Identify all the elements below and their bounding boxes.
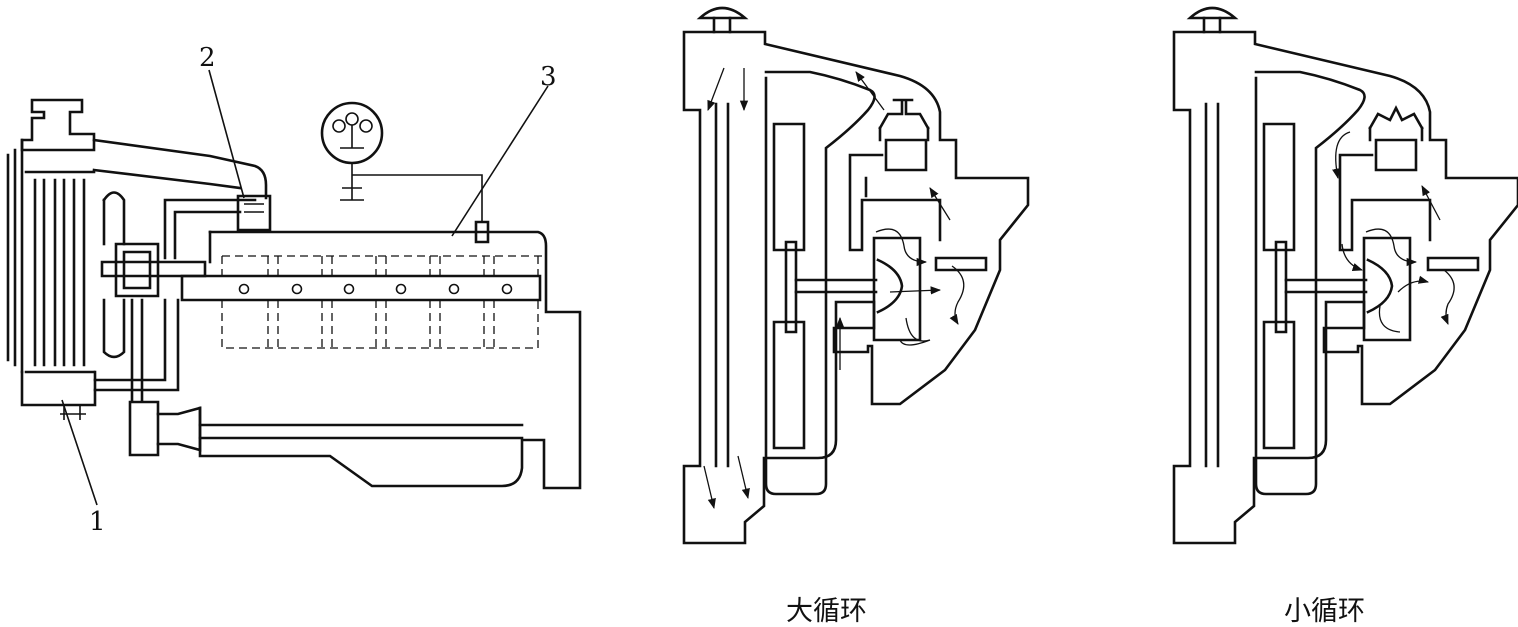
engine-cooling-system-view: 1 2 3 [6, 43, 582, 537]
cylinder-row-upper [221, 255, 542, 276]
radiator-shell-small [1172, 30, 1518, 545]
water-jacket-holes [238, 283, 513, 295]
bypass-pipe [163, 198, 257, 260]
caption-small-circulation: 小循环 [1284, 596, 1365, 627]
radiator [6, 98, 97, 420]
leader-line-1 [61, 399, 98, 506]
fan-blade-upper-small [1262, 122, 1296, 252]
radiator-core [714, 102, 730, 468]
water-pump-large [872, 236, 988, 342]
radiator-cap-small [1186, 6, 1239, 20]
thermostat [236, 194, 272, 232]
flow-arrows-large [703, 67, 965, 510]
thermostat-large [878, 98, 930, 172]
radiator-cap [696, 6, 749, 20]
radiator-inner-channel-small [1254, 70, 1366, 496]
temperature-gauge [320, 101, 490, 244]
fan-blade-lower-small [1262, 320, 1296, 450]
radiator-inner-channel [764, 70, 876, 496]
cooling-fan [102, 191, 126, 359]
engine-passage-small [1338, 153, 1432, 252]
flow-arrows-small [1332, 131, 1455, 333]
lower-hose [93, 298, 180, 392]
part-label-1: 1 [89, 507, 106, 537]
caption-large-circulation: 大循环 [786, 596, 867, 627]
temperature-sensor [474, 220, 490, 244]
large-circulation-view: 大循环 [682, 6, 1030, 627]
water-pump-small [1362, 236, 1480, 342]
radiator-core-small [1204, 102, 1220, 468]
radiator-shell [682, 30, 1030, 545]
fan-hub-small [1274, 240, 1288, 334]
upper-hose [92, 138, 268, 200]
part-label-2: 2 [199, 43, 216, 73]
fan-blade-upper [772, 122, 806, 252]
leader-line-2 [208, 69, 245, 199]
thermostat-small [1368, 105, 1424, 172]
part-label-3: 3 [540, 62, 557, 92]
fan-hub [784, 240, 798, 334]
engine-block [180, 230, 582, 490]
pump-shaft-small [1284, 278, 1368, 294]
leader-line-3 [451, 85, 549, 237]
pump-shaft [794, 278, 878, 294]
small-circulation-view: 小循环 [1172, 6, 1518, 627]
cylinder-row-lower [221, 300, 539, 349]
fan-blade-lower [772, 320, 806, 450]
engine-passage [848, 153, 942, 252]
